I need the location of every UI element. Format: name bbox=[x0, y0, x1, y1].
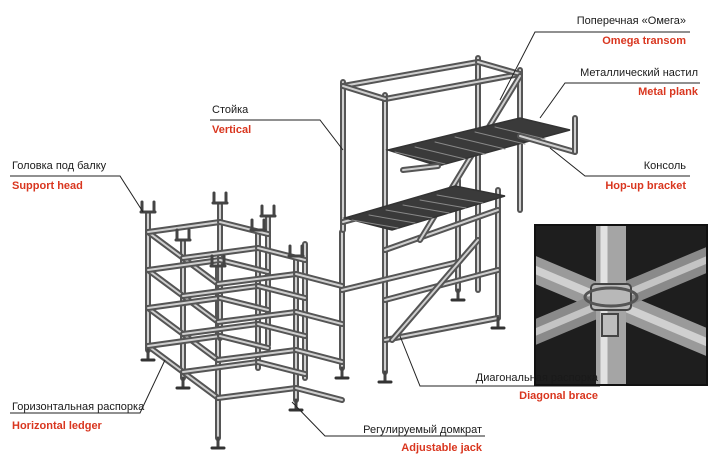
ledger-h-0-highlight bbox=[295, 273, 343, 287]
callout-jack-ru: Регулируемый домкрат bbox=[363, 424, 482, 436]
plank-perf-l-4 bbox=[419, 199, 467, 209]
plank-perf-l-5 bbox=[436, 194, 484, 204]
callout-brace-ru: Диагональная распорка bbox=[475, 372, 598, 384]
ledger-f-2-highlight bbox=[219, 297, 269, 311]
callout-leaders bbox=[10, 31, 700, 437]
ledger-e-3-highlight bbox=[217, 387, 297, 399]
ledger-f-3-highlight bbox=[219, 335, 269, 349]
callout-ledger-en: Horizontal ledger bbox=[12, 420, 102, 432]
callout-brace-en: Diagonal brace bbox=[519, 390, 598, 402]
ledger-a-3-highlight bbox=[147, 345, 184, 373]
hop-up-bracket-left-highlight bbox=[402, 165, 439, 171]
metal-plank-lower bbox=[342, 185, 506, 231]
ledger-a-2-highlight bbox=[147, 307, 184, 335]
callout-console-en: Hop-up bracket bbox=[605, 180, 686, 192]
callout-plank-ru: Металлический настил bbox=[580, 67, 698, 79]
top-transom-b-highlight bbox=[384, 73, 521, 100]
ledger-h-2-highlight bbox=[295, 349, 343, 363]
hop-up-bracket-arm-highlight bbox=[519, 135, 576, 153]
plank-perf-l-2 bbox=[385, 209, 433, 219]
ledger-d-2-highlight bbox=[182, 323, 259, 335]
leader-brace bbox=[399, 335, 600, 387]
callout-ledger-ru: Горизонтальная распорка bbox=[12, 401, 145, 413]
leader-vertical bbox=[210, 119, 344, 151]
ledger-d-3-highlight bbox=[182, 361, 259, 373]
ledger-h-3-highlight bbox=[295, 387, 343, 401]
ledger-e-0-highlight bbox=[217, 273, 297, 285]
low-ledger-b-highlight bbox=[341, 261, 459, 291]
metal-plank-upper bbox=[385, 117, 571, 167]
ledger-g-3-highlight bbox=[257, 361, 306, 375]
plank-perf-u-1 bbox=[414, 146, 466, 160]
top-transom-a-highlight bbox=[342, 61, 479, 87]
plank-perf-u-2 bbox=[434, 141, 486, 155]
base-ledger-a-highlight bbox=[384, 317, 499, 341]
leader-plank bbox=[539, 82, 700, 119]
plank-perf-u-4 bbox=[474, 131, 526, 145]
top-transom-c-highlight bbox=[342, 85, 386, 100]
ledger-h-1-highlight bbox=[295, 311, 343, 325]
ledger-d-1-highlight bbox=[182, 285, 259, 297]
leader-console bbox=[549, 147, 690, 177]
callout-support-en: Support head bbox=[12, 180, 83, 192]
leader-omega bbox=[499, 31, 690, 101]
callout-jack-en: Adjustable jack bbox=[401, 442, 482, 454]
callout-support-ru: Головка под балку bbox=[12, 160, 107, 172]
ledger-c-1-highlight bbox=[147, 259, 221, 271]
coupling-detail-inset bbox=[534, 224, 708, 386]
plank-perf-l-1 bbox=[368, 214, 416, 224]
leader-jack bbox=[291, 401, 485, 437]
ledger-c-3-highlight bbox=[147, 335, 221, 347]
ledger-f-0-highlight bbox=[219, 221, 269, 235]
leader-support bbox=[10, 175, 144, 213]
callout-console-ru: Консоль bbox=[643, 160, 686, 172]
ledger-g-2-highlight bbox=[257, 323, 306, 337]
ledger-d-0-highlight bbox=[182, 247, 259, 259]
callout-omega-ru: Поперечная «Омега» bbox=[576, 15, 686, 27]
ledger-e-1-highlight bbox=[217, 311, 297, 323]
diagonal-brace-low-highlight bbox=[391, 239, 479, 341]
plank-perf-l-3 bbox=[402, 204, 450, 214]
ledger-a-1-highlight bbox=[147, 269, 184, 297]
mid-ledger-b-highlight bbox=[384, 209, 499, 251]
ledger-e-2-highlight bbox=[217, 349, 297, 361]
scaffold-drawing bbox=[139, 55, 578, 450]
plank-perf-u-0 bbox=[394, 151, 446, 165]
plank-perf-u-3 bbox=[454, 136, 506, 150]
plank-perf-l-0 bbox=[351, 219, 399, 229]
ledger-c-0-highlight bbox=[147, 221, 221, 233]
callout-plank-en: Metal plank bbox=[638, 86, 698, 98]
callout-vertical-ru: Стойка bbox=[212, 104, 249, 116]
ledger-a-0-highlight bbox=[147, 231, 184, 259]
callout-vertical-en: Vertical bbox=[212, 124, 252, 136]
ledger-c-2-highlight bbox=[147, 297, 221, 309]
ledger-f-1-highlight bbox=[219, 259, 269, 273]
ledger-g-0-highlight bbox=[257, 247, 306, 261]
ledger-b-3-highlight bbox=[182, 371, 219, 399]
coupling-detail-drawing bbox=[536, 226, 706, 384]
callout-omega-en: Omega transom bbox=[602, 35, 686, 47]
ledger-g-1-highlight bbox=[257, 285, 306, 299]
top-transom-d-highlight bbox=[477, 61, 521, 75]
leader-ledger bbox=[10, 359, 166, 414]
